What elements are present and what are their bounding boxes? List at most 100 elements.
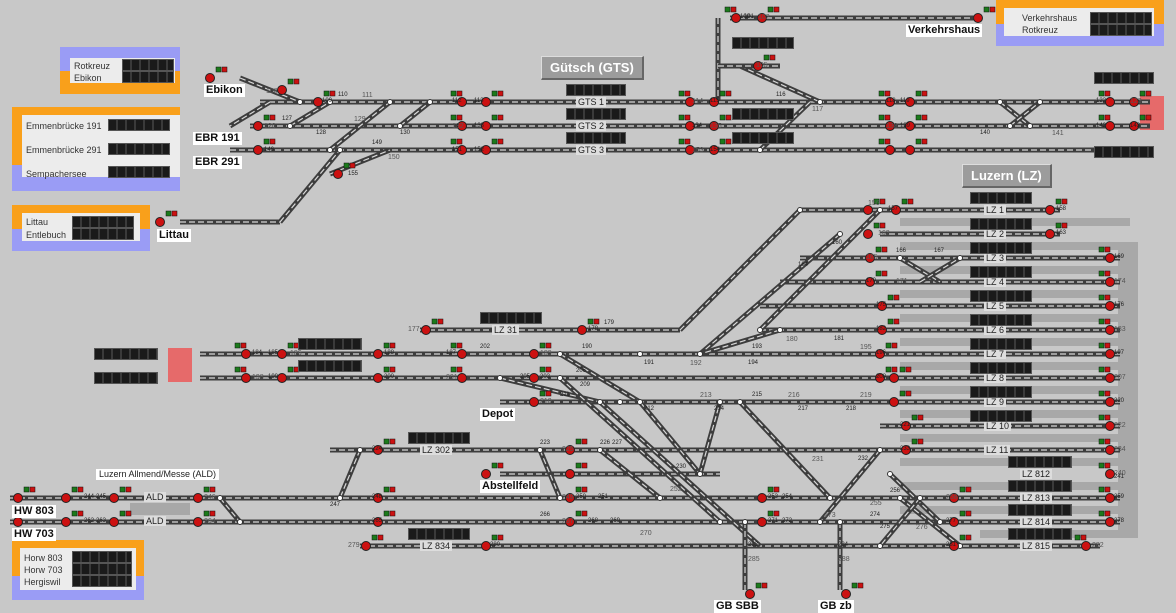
track-segment[interactable] [558, 376, 722, 524]
signal-red[interactable] [373, 517, 383, 527]
signal-red[interactable] [709, 121, 719, 131]
switch-point[interactable] [637, 351, 643, 357]
block-indicator[interactable] [970, 192, 1032, 204]
block-indicator[interactable] [122, 59, 174, 71]
track-segment[interactable] [337, 449, 363, 499]
switch-point[interactable] [837, 519, 843, 525]
block-indicator[interactable] [566, 84, 626, 96]
switch-point[interactable] [797, 207, 803, 213]
signal-red[interactable] [373, 349, 383, 359]
signal-red[interactable] [753, 61, 763, 71]
signal-red[interactable] [577, 325, 587, 335]
track-segment[interactable] [537, 449, 563, 499]
signal-red[interactable] [905, 145, 915, 155]
signal-red[interactable] [565, 469, 575, 479]
signal-red[interactable] [877, 325, 887, 335]
signal-red[interactable] [1129, 121, 1139, 131]
signal-red[interactable] [1105, 517, 1115, 527]
signal-red[interactable] [109, 493, 119, 503]
block-indicator[interactable] [1008, 528, 1072, 540]
switch-point[interactable] [742, 519, 748, 525]
signal-red[interactable] [905, 121, 915, 131]
signal-red[interactable] [841, 589, 851, 599]
signal-red[interactable] [61, 493, 71, 503]
block-indicator[interactable] [298, 338, 362, 350]
signal-red[interactable] [565, 445, 575, 455]
switch-point[interactable] [757, 147, 763, 153]
switch-point[interactable] [877, 207, 883, 213]
signal-red[interactable] [421, 325, 431, 335]
signal-red[interactable] [277, 373, 287, 383]
switch-point[interactable] [657, 495, 663, 501]
block-indicator[interactable] [94, 348, 158, 360]
signal-red[interactable] [241, 373, 251, 383]
signal-red[interactable] [1105, 277, 1115, 287]
signal-red[interactable] [193, 517, 203, 527]
block-indicator[interactable] [1090, 12, 1152, 24]
block-indicator[interactable] [108, 143, 170, 155]
signal-red[interactable] [457, 145, 467, 155]
switch-point[interactable] [357, 447, 363, 453]
signal-red[interactable] [745, 589, 755, 599]
block-indicator[interactable] [72, 563, 132, 575]
switch-point[interactable] [817, 519, 823, 525]
signal-red[interactable] [361, 541, 371, 551]
block-indicator[interactable] [72, 551, 132, 563]
signal-red[interactable] [373, 373, 383, 383]
switch-point[interactable] [897, 495, 903, 501]
signal-red[interactable] [901, 445, 911, 455]
track-segment[interactable] [598, 400, 762, 548]
switch-point[interactable] [217, 495, 223, 501]
signal-red[interactable] [685, 121, 695, 131]
block-indicator[interactable] [566, 108, 626, 120]
block-indicator[interactable] [72, 228, 134, 240]
signal-red[interactable] [529, 397, 539, 407]
block-indicator[interactable] [566, 132, 626, 144]
signal-red[interactable] [1105, 325, 1115, 335]
signal-red[interactable] [905, 97, 915, 107]
block-indicator[interactable] [970, 266, 1032, 278]
switch-point[interactable] [337, 147, 343, 153]
switch-point[interactable] [1007, 123, 1013, 129]
signal-red[interactable] [277, 349, 287, 359]
signal-red[interactable] [875, 349, 885, 359]
switch-point[interactable] [337, 495, 343, 501]
signal-red[interactable] [333, 169, 343, 179]
signal-red[interactable] [155, 217, 165, 227]
signal-red[interactable] [1105, 349, 1115, 359]
signal-red[interactable] [193, 493, 203, 503]
switch-point[interactable] [237, 519, 243, 525]
signal-red[interactable] [1105, 397, 1115, 407]
switch-point[interactable] [877, 447, 883, 453]
switch-point[interactable] [397, 123, 403, 129]
signal-red[interactable] [529, 349, 539, 359]
signal-red[interactable] [13, 517, 23, 527]
signal-red[interactable] [891, 205, 901, 215]
switch-point[interactable] [717, 399, 723, 405]
switch-point[interactable] [557, 495, 563, 501]
switch-point[interactable] [817, 99, 823, 105]
signal-red[interactable] [757, 13, 767, 23]
block-indicator[interactable] [1094, 146, 1154, 158]
signal-red[interactable] [1105, 469, 1115, 479]
signal-red[interactable] [731, 13, 741, 23]
block-indicator[interactable] [970, 386, 1032, 398]
block-indicator[interactable] [72, 575, 132, 587]
switch-point[interactable] [737, 399, 743, 405]
signal-red[interactable] [1105, 301, 1115, 311]
signal-red[interactable] [875, 373, 885, 383]
switch-point[interactable] [287, 123, 293, 129]
signal-red[interactable] [1129, 97, 1139, 107]
block-indicator[interactable] [1008, 456, 1072, 468]
signal-red[interactable] [313, 97, 323, 107]
switch-point[interactable] [1037, 99, 1043, 105]
signal-red[interactable] [205, 73, 215, 83]
switch-point[interactable] [557, 375, 563, 381]
signal-red[interactable] [685, 97, 695, 107]
block-indicator[interactable] [970, 218, 1032, 230]
switch-point[interactable] [897, 255, 903, 261]
signal-red[interactable] [1105, 373, 1115, 383]
block-indicator[interactable] [94, 372, 158, 384]
signal-red[interactable] [373, 493, 383, 503]
block-indicator[interactable] [732, 37, 794, 49]
